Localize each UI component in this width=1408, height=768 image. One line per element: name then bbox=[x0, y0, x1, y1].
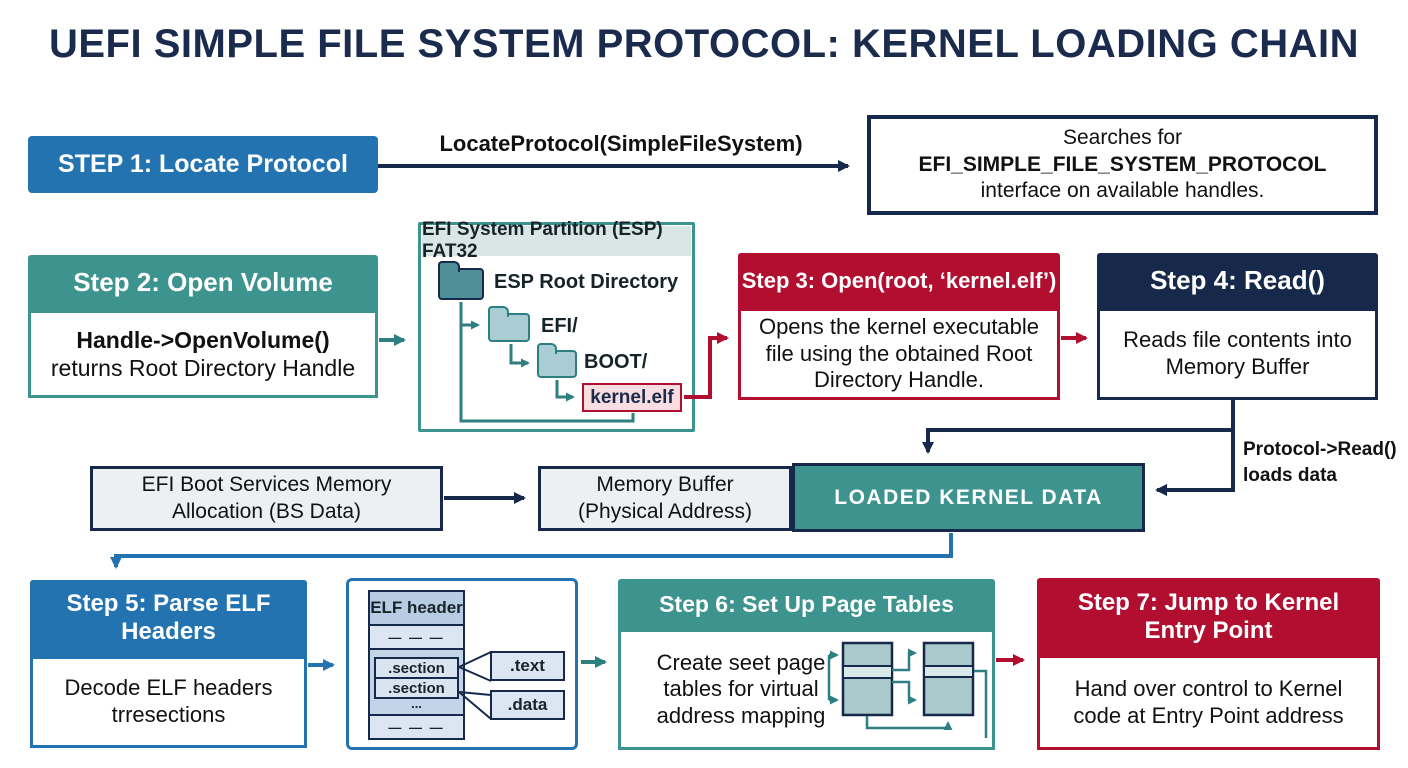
loaded-kernel-data-box: LOADED KERNEL DATA bbox=[792, 463, 1145, 532]
step2-header: Step 2: Open Volume bbox=[28, 255, 378, 310]
result-line3: interface on available handles. bbox=[980, 179, 1265, 203]
step3-body: Opens the kernel executable file using t… bbox=[738, 308, 1060, 400]
memory-buffer-box: Memory Buffer (Physical Address) bbox=[538, 466, 792, 531]
page-title: UEFI SIMPLE FILE SYSTEM PROTOCOL: KERNEL… bbox=[48, 22, 1360, 66]
kernel-elf-file: kernel.elf bbox=[582, 383, 682, 412]
step5-body: Decode ELF headers trresections bbox=[30, 656, 307, 748]
elf-section-1: .section bbox=[374, 657, 459, 679]
protocol-read-label: Protocol->Read() loads data bbox=[1243, 437, 1408, 488]
step6-line1: Create seet page bbox=[656, 649, 826, 675]
esp-partition-title: EFI System Partition (ESP) FAT32 bbox=[422, 219, 691, 262]
step7-body-line2: code at Entry Point address bbox=[1073, 702, 1344, 728]
boot-folder-icon bbox=[536, 343, 577, 378]
text-segment-box: .text bbox=[490, 651, 565, 681]
step6-line2: tables for virtual bbox=[663, 676, 819, 702]
step2-body: Handle->OpenVolume() returns Root Direct… bbox=[28, 310, 378, 398]
elf-header-row: ELF header bbox=[368, 590, 465, 626]
step4-body-line1: Reads file contents into bbox=[1123, 327, 1352, 353]
step1-result-box: Searches for EFI_SIMPLE_FILE_SYSTEM_PROT… bbox=[867, 115, 1378, 215]
buffer-line2: (Physical Address) bbox=[578, 499, 752, 523]
step2-body-rest: returns Root Directory Handle bbox=[50, 355, 356, 381]
step1-box: STEP 1: Locate Protocol bbox=[28, 136, 378, 193]
elf-dash-row-bottom: — — — bbox=[368, 714, 465, 740]
step2-body-bold: Handle->OpenVolume() bbox=[76, 326, 330, 353]
step3-header: Step 3: Open(root, ‘kernel.elf’) bbox=[738, 253, 1060, 308]
step7-header: Step 7: Jump to Kernel Entry Point bbox=[1037, 578, 1380, 655]
protocol-read-line2: loads data bbox=[1243, 464, 1337, 486]
step5-header: Step 5: Parse ELF Headers bbox=[30, 580, 307, 656]
result-line2: EFI_SIMPLE_FILE_SYSTEM_PROTOCOL bbox=[918, 152, 1327, 176]
root-folder-icon bbox=[437, 261, 484, 300]
elf-dots-bottom: ... bbox=[411, 696, 422, 711]
step7-body-line1: Hand over control to Kernel bbox=[1074, 675, 1343, 701]
arrow-read-to-loaded-side bbox=[1155, 400, 1235, 496]
step5-body-line1: Decode ELF headers bbox=[64, 675, 273, 701]
step6-body: Create seet page tables for virtual addr… bbox=[618, 629, 995, 750]
step1-label: STEP 1: Locate Protocol bbox=[58, 150, 348, 178]
step7-body: Hand over control to Kernel code at Entr… bbox=[1037, 655, 1380, 750]
protocol-read-line1: Protocol->Read() bbox=[1243, 439, 1397, 460]
arrow-read-to-loaded-top bbox=[922, 428, 1233, 454]
bs-memory-box: EFI Boot Services Memory Allocation (BS … bbox=[90, 466, 443, 531]
boot-folder-label: BOOT/ bbox=[584, 351, 648, 373]
step4-body: Reads file contents into Memory Buffer bbox=[1097, 308, 1378, 400]
efi-folder-label: EFI/ bbox=[541, 315, 578, 337]
step6-line3: address mapping bbox=[656, 702, 826, 728]
esp-root-label: ESP Root Directory bbox=[494, 271, 679, 293]
efi-folder-icon bbox=[487, 306, 530, 342]
bs-line2: Allocation (BS Data) bbox=[171, 499, 362, 523]
step6-text: Create seet page tables for virtual addr… bbox=[635, 650, 847, 729]
locate-protocol-arrow-label: LocateProtocol(SimpleFileSystem) bbox=[439, 131, 803, 156]
data-segment-box: .data bbox=[490, 690, 565, 720]
step5-body-line2: trresections bbox=[111, 702, 226, 727]
step4-header: Step 4: Read() bbox=[1097, 253, 1378, 308]
elf-dots-top: ... bbox=[411, 647, 422, 662]
elf-sections-block: ... .section .section ... bbox=[368, 648, 465, 716]
result-line1: Searches for bbox=[1062, 126, 1183, 150]
buffer-line1: Memory Buffer bbox=[596, 473, 734, 497]
bs-line1: EFI Boot Services Memory bbox=[141, 473, 392, 497]
step6-header: Step 6: Set Up Page Tables bbox=[618, 579, 995, 629]
arrow-loaded-to-step5 bbox=[110, 533, 953, 569]
elf-section-2: .section bbox=[374, 677, 459, 699]
step4-body-line2: Memory Buffer bbox=[1165, 354, 1310, 379]
